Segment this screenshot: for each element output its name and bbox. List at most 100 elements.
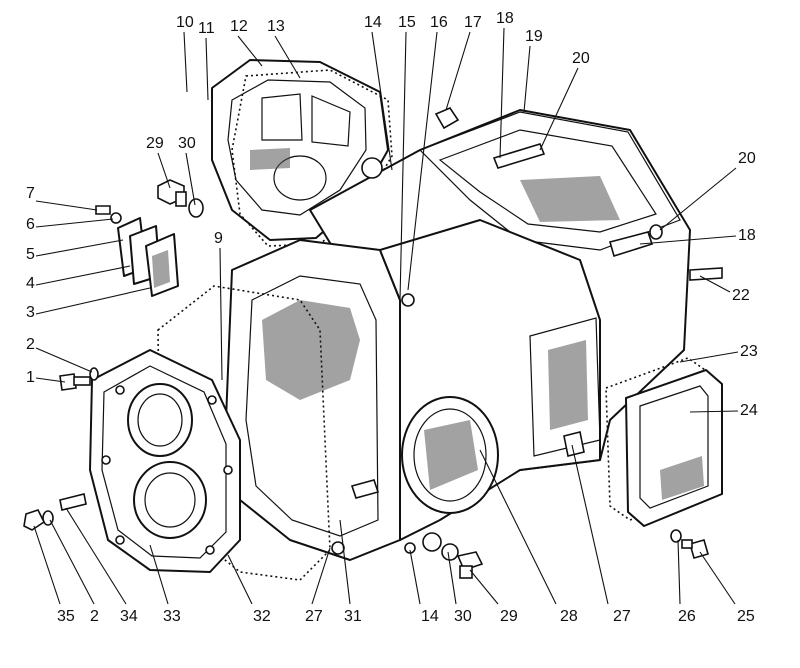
callout-leader — [639, 235, 737, 245]
callout-c2b: 2 — [49, 519, 99, 625]
callout-leader — [539, 67, 579, 151]
callout-number: 22 — [732, 287, 750, 304]
callout-number: 11 — [198, 20, 215, 37]
callout-leader — [185, 152, 196, 206]
callout-number: 17 — [464, 14, 482, 31]
side-cover — [625, 369, 723, 527]
callout-leader — [699, 275, 731, 293]
callout-number: 28 — [560, 608, 578, 625]
callout-number: 12 — [230, 18, 248, 35]
callout-c26: 26 — [677, 539, 696, 625]
callout-leader — [35, 265, 131, 286]
callout-leader — [523, 45, 531, 113]
callout-c23: 23 — [679, 343, 758, 363]
callout-number: 20 — [738, 150, 756, 167]
callout-c5: 5 — [26, 239, 124, 263]
callout-number: 3 — [26, 304, 35, 321]
callout-c15: 15 — [398, 14, 416, 301]
callout-number: 19 — [525, 28, 543, 45]
callout-number: 2 — [26, 336, 35, 353]
callout-number: 26 — [678, 608, 696, 625]
callout-c34: 34 — [65, 507, 138, 625]
callout-c27b: 27 — [571, 444, 631, 625]
main-housing — [225, 107, 723, 561]
stud-34 — [59, 493, 87, 511]
callout-number: 15 — [398, 14, 416, 31]
callout-leader — [409, 549, 421, 605]
callout-c32: 32 — [227, 554, 271, 625]
callout-c20a: 20 — [539, 50, 590, 151]
callout-number: 18 — [738, 227, 756, 244]
callout-c31: 31 — [339, 519, 362, 625]
callout-leader — [227, 554, 253, 605]
bell-gasket — [157, 285, 331, 581]
callout-leader — [237, 35, 263, 67]
front-flange-cover — [89, 349, 241, 573]
callout-c19: 19 — [523, 28, 543, 113]
callout-leader — [65, 507, 127, 605]
callout-c14b: 14 — [409, 549, 439, 625]
callout-number: 29 — [146, 135, 164, 152]
callout-number: 30 — [178, 135, 196, 152]
callout-c1: 1 — [26, 369, 66, 386]
washer-2 — [89, 367, 99, 381]
callout-leader — [157, 152, 171, 189]
callout-c13: 13 — [267, 18, 301, 79]
callout-leader — [35, 347, 93, 373]
callout-leader — [689, 410, 739, 413]
callout-c10a: 10 — [176, 14, 194, 93]
callout-leader — [49, 519, 95, 605]
callout-number: 5 — [26, 246, 35, 263]
callout-leader — [659, 167, 737, 231]
callout-leader — [35, 200, 98, 211]
callout-c35: 35 — [33, 525, 75, 625]
callout-c27a: 27 — [305, 547, 331, 625]
callout-number: 23 — [740, 343, 758, 360]
callout-number: 25 — [737, 608, 755, 625]
callout-number: 35 — [57, 608, 75, 625]
callout-leader — [571, 444, 609, 605]
callout-leader — [35, 287, 151, 315]
callout-leader — [699, 551, 736, 605]
callout-c4: 4 — [26, 265, 131, 292]
callout-number: 34 — [120, 608, 138, 625]
callout-leader — [469, 569, 499, 605]
callout-number: 30 — [454, 608, 472, 625]
callout-c2a: 2 — [26, 336, 93, 373]
bolt-1 — [59, 373, 91, 391]
callout-number: 14 — [364, 14, 382, 31]
callout-number: 6 — [26, 216, 35, 233]
plug-29b — [456, 551, 484, 579]
callout-leader — [339, 519, 351, 605]
callout-leader — [407, 31, 438, 291]
callout-c33: 33 — [149, 544, 181, 625]
callout-c9: 9 — [214, 230, 223, 381]
nut-35 — [23, 509, 46, 531]
callout-number: 1 — [26, 369, 35, 386]
callout-leader — [149, 544, 169, 605]
callout-leader — [447, 551, 457, 605]
callout-number: 4 — [26, 275, 35, 292]
callout-number: 7 — [26, 185, 35, 202]
callout-number: 32 — [253, 608, 271, 625]
callout-c22: 22 — [699, 275, 750, 304]
washer-30b — [441, 543, 459, 561]
callout-leader — [35, 377, 66, 383]
washer-26 — [670, 529, 682, 543]
callout-c29a: 29 — [146, 135, 171, 189]
callout-leader — [399, 31, 407, 301]
callout-number: 31 — [344, 608, 362, 625]
top-cover-gasket — [231, 69, 393, 247]
callout-leader — [183, 31, 188, 93]
callout-number: 24 — [740, 402, 758, 419]
bolt-25 — [681, 539, 709, 559]
callout-number: 20 — [572, 50, 590, 67]
small-flange-stack — [95, 205, 179, 297]
callout-leader — [205, 37, 209, 101]
callout-c30a: 30 — [178, 135, 196, 206]
callout-c20b: 20 — [659, 150, 756, 231]
callout-c18b: 18 — [639, 227, 756, 245]
callout-leader — [35, 218, 114, 228]
